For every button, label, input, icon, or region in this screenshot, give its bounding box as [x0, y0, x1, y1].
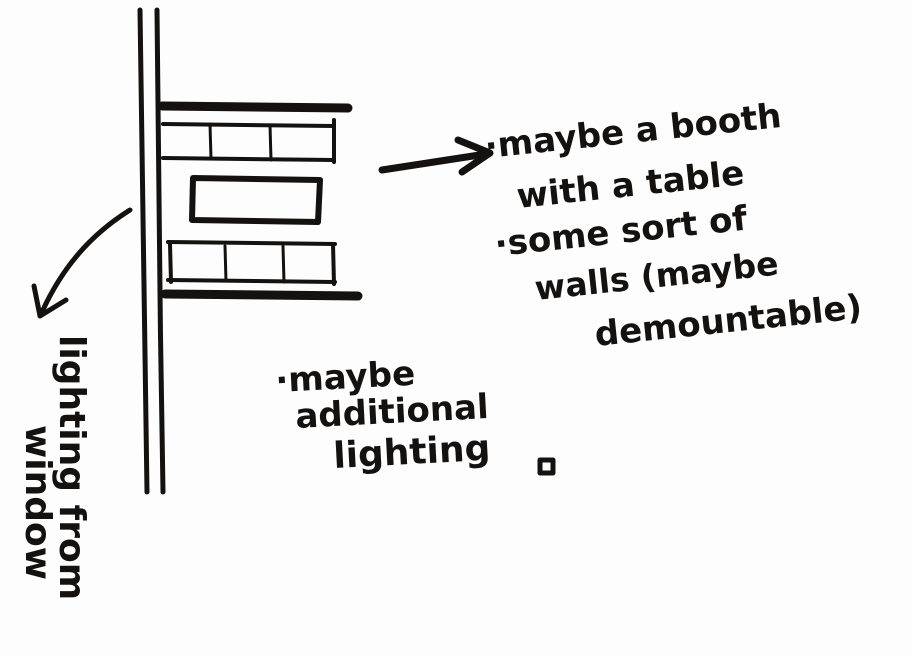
- booth-arrow: [382, 140, 490, 172]
- window-arrow: [34, 210, 130, 316]
- note-window-line2: window: [17, 425, 58, 580]
- table: [192, 178, 320, 222]
- light-fixture-icon: [540, 460, 553, 473]
- note-lighting-line3: lighting: [332, 428, 491, 477]
- window-wall: [140, 10, 163, 492]
- upper-bench: [162, 106, 348, 162]
- lower-bench: [165, 242, 358, 296]
